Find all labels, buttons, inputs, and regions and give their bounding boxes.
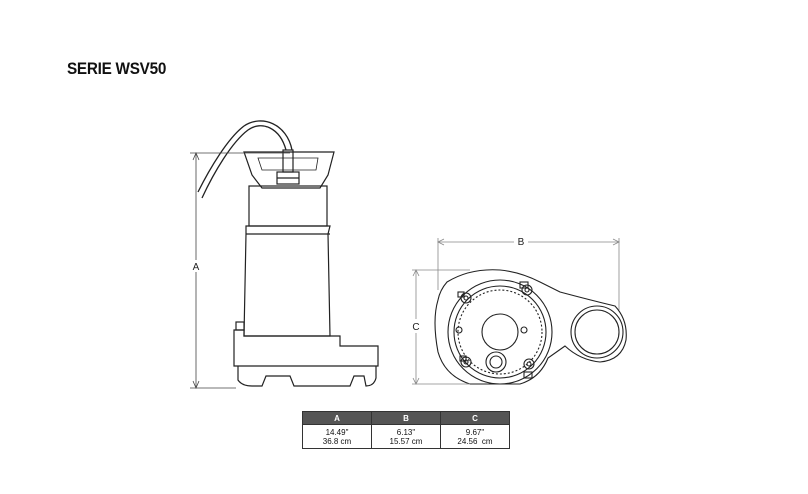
table-row: 14.49" 36.8 cm 6.13" 15.57 cm 9.67" 24.5…	[302, 424, 510, 449]
dimension-c	[409, 269, 470, 385]
housing-outline	[434, 269, 627, 385]
power-cord-inner	[197, 120, 293, 193]
table-cell-a: 14.49" 36.8 cm	[302, 424, 372, 449]
dimension-a	[190, 151, 290, 390]
dimension-a-label: A	[193, 262, 200, 273]
value-imperial: 9.67"	[465, 428, 485, 437]
pump-top-view	[434, 269, 627, 385]
table-header-c: C	[440, 411, 510, 425]
pump-body	[243, 225, 331, 337]
table-cell-b: 6.13" 15.57 cm	[371, 424, 441, 449]
table-header-row: A B C	[302, 411, 510, 425]
volute-base	[233, 329, 379, 367]
value-imperial: 6.13"	[396, 428, 416, 437]
pump-feet	[237, 366, 377, 387]
center-opening	[481, 313, 519, 351]
motor-housing	[248, 185, 328, 227]
value-metric: 36.8 cm	[322, 437, 352, 446]
table-header-b: B	[371, 411, 441, 425]
table-header-a: A	[302, 411, 372, 425]
flange-outer	[447, 279, 553, 385]
dimensions-table: A B C 14.49" 36.8 cm 6.13" 15.57 cm 9.67…	[302, 411, 510, 449]
discharge-outlet	[570, 305, 624, 359]
cord-entry	[485, 351, 507, 373]
table-cell-c: 9.67" 24.56 cm	[440, 424, 510, 449]
pump-side-view	[197, 120, 379, 387]
dimension-b-label: B	[518, 237, 525, 248]
dimension-b	[437, 234, 620, 310]
value-metric: 24.56 cm	[457, 437, 493, 446]
power-cord	[201, 125, 287, 199]
value-metric: 15.57 cm	[389, 437, 423, 446]
dimension-c-label: C	[412, 322, 419, 333]
value-imperial: 14.49"	[325, 428, 349, 437]
page-title: SERIE WSV50	[67, 59, 167, 78]
handle	[243, 151, 335, 189]
